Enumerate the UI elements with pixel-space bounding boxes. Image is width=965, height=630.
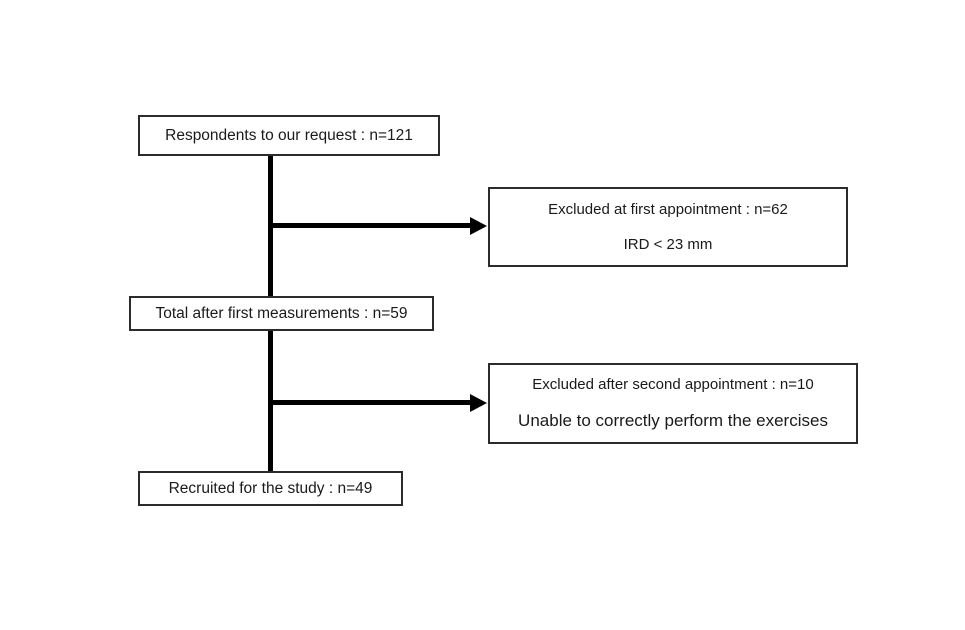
node-excluded-second-line1: Excluded after second appointment : n=10 (532, 376, 814, 394)
arrowhead-icon-excluded-first (470, 216, 487, 235)
connector-branch-to-excluded-second (270, 400, 470, 405)
arrowhead-icon-excluded-second (470, 393, 487, 412)
connector-branch-to-excluded-first (270, 223, 470, 228)
node-excluded-first-line2: IRD < 23 mm (623, 236, 713, 253)
node-excluded-first-line1: Excluded at first appointment : n=62 (548, 200, 788, 218)
node-total-after-first-measurements: Total after first measurements : n=59 (129, 296, 434, 331)
node-excluded-second-appointment: Excluded after second appointment : n=10… (488, 363, 858, 444)
node-recruited-line1: Recruited for the study : n=49 (168, 479, 373, 497)
node-respondents: Respondents to our request : n=121 (138, 115, 440, 156)
node-total-first-line1: Total after first measurements : n=59 (155, 304, 408, 322)
node-excluded-second-line2: Unable to correctly perform the exercise… (518, 411, 828, 431)
node-respondents-line1: Respondents to our request : n=121 (165, 126, 413, 144)
node-excluded-first-appointment: Excluded at first appointment : n=62 IRD… (488, 187, 848, 267)
node-recruited-for-study: Recruited for the study : n=49 (138, 471, 403, 506)
